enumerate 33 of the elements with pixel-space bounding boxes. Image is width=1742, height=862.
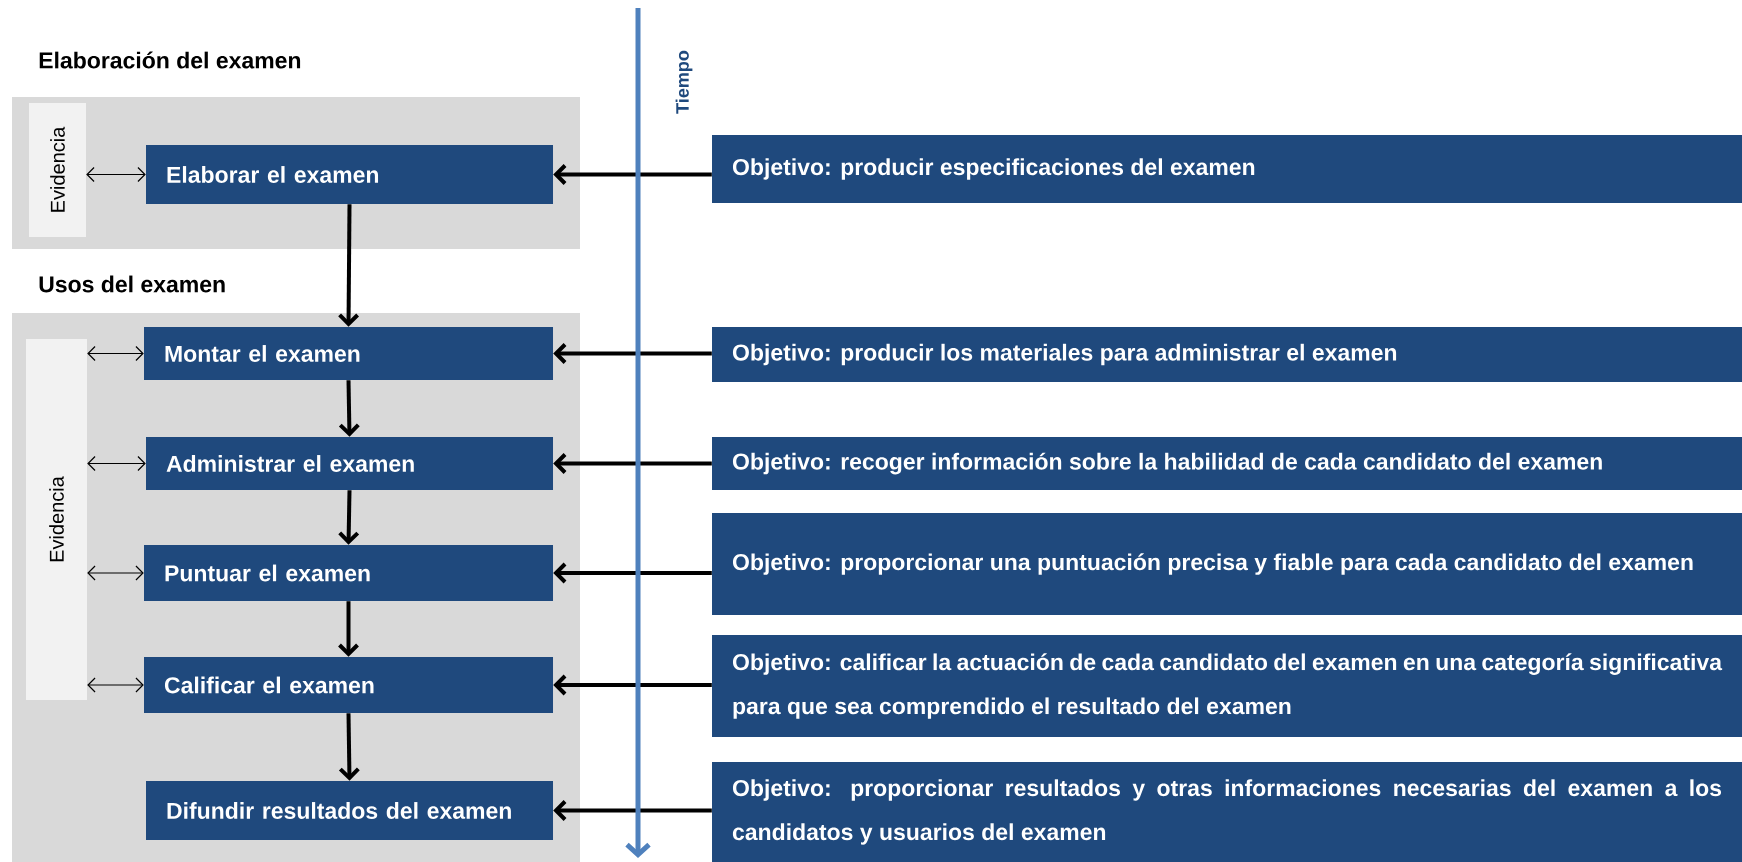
process-box: Montar el examen: [144, 327, 553, 380]
evidence-box: Evidencia: [26, 339, 87, 700]
arrow: [553, 674, 712, 696]
axis-label: Tiempo: [675, 50, 693, 114]
objective-box: Objetivo: recoger información sobre la habilidad de cada candidato del examen: [712, 437, 1742, 490]
arrow: [86, 166, 146, 183]
process-box: Elaborar el examen: [146, 145, 553, 204]
arrow: [87, 345, 144, 362]
objective-box: Objetivo: producir los materiales para administrar el examen: [712, 327, 1742, 382]
objective-box: Objetivo: proporcionar resultados y otras informaciones necesarias del examen a los candidatos y usuarios del examen: [712, 762, 1742, 862]
process-box: Calificar el examen: [144, 657, 553, 713]
arrow: [338, 713, 360, 781]
arrow: [338, 490, 360, 545]
arrow: [87, 565, 144, 581]
heading: Elaboración del examen: [39, 51, 301, 69]
arrow: [553, 343, 712, 364]
arrow: [553, 164, 712, 185]
arrow: [338, 601, 359, 657]
objective-box: Objetivo: calificar la actuación de cada candidato del examen en una categoría significativa para que sea comprendido el resultado del examen: [712, 635, 1742, 737]
heading: Usos del examen: [39, 275, 225, 293]
arrow: [553, 800, 712, 821]
arrow: [553, 453, 712, 474]
evidence-box: Evidencia: [29, 103, 86, 237]
arrow: [338, 204, 359, 327]
process-box: Administrar el examen: [146, 437, 553, 490]
process-box: Difundir resultados del examen: [146, 781, 553, 840]
objective-box: Objetivo: proporcionar una puntuación precisa y fiable para cada candidato del examen: [712, 513, 1742, 615]
process-box: Puntuar el examen: [144, 545, 553, 601]
arrow: [87, 455, 146, 472]
objective-box: Objetivo: producir especificaciones del examen: [712, 135, 1742, 203]
arrow: [87, 677, 144, 693]
arrow: [553, 562, 712, 584]
arrow: [338, 380, 360, 437]
